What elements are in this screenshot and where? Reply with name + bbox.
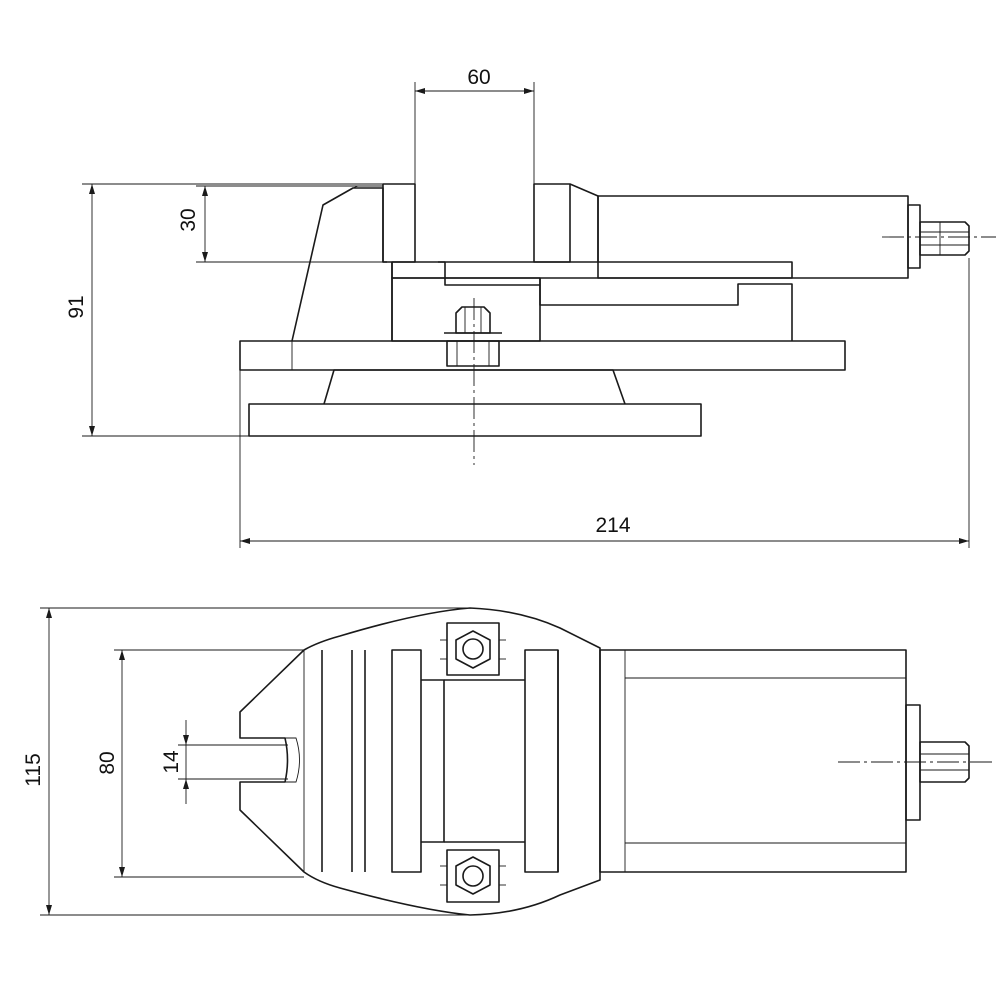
fixed-jaw-insert (382, 183, 416, 263)
dim-jaw-height: 30 (177, 208, 200, 231)
spindle-cap-top (905, 704, 921, 821)
dim-jaw-opening: 60 (467, 66, 490, 89)
bolt-bottom (440, 849, 506, 903)
main-base-plate (239, 340, 846, 371)
movable-jaw-insert-top (524, 649, 559, 873)
swivel-base-plate (248, 403, 702, 437)
base-outline (239, 607, 601, 916)
body-block (391, 261, 793, 279)
dim-overall-length: 214 (595, 514, 630, 537)
dim-slot-width: 14 (160, 750, 183, 774)
dim-jaw-width: 80 (96, 751, 119, 774)
top-view: 115 80 14 (22, 607, 996, 916)
fixed-jaw-insert-top (391, 649, 422, 873)
spindle-square-end (919, 221, 970, 256)
spindle-square-end-top (919, 741, 970, 783)
side-view: 60 30 91 214 (65, 66, 996, 548)
spindle-housing-top (599, 649, 907, 873)
dim-overall-width: 115 (22, 753, 45, 786)
movable-jaw-body (569, 183, 599, 262)
spindle-housing (597, 195, 909, 279)
dim-overall-height: 91 (65, 295, 88, 318)
clamp-nut (455, 306, 491, 334)
spindle-cap (907, 204, 921, 269)
swivel-pedestal (323, 369, 626, 405)
movable-jaw-insert (533, 183, 571, 263)
fixed-jaw-body (291, 187, 387, 342)
bolt-top (440, 622, 506, 676)
